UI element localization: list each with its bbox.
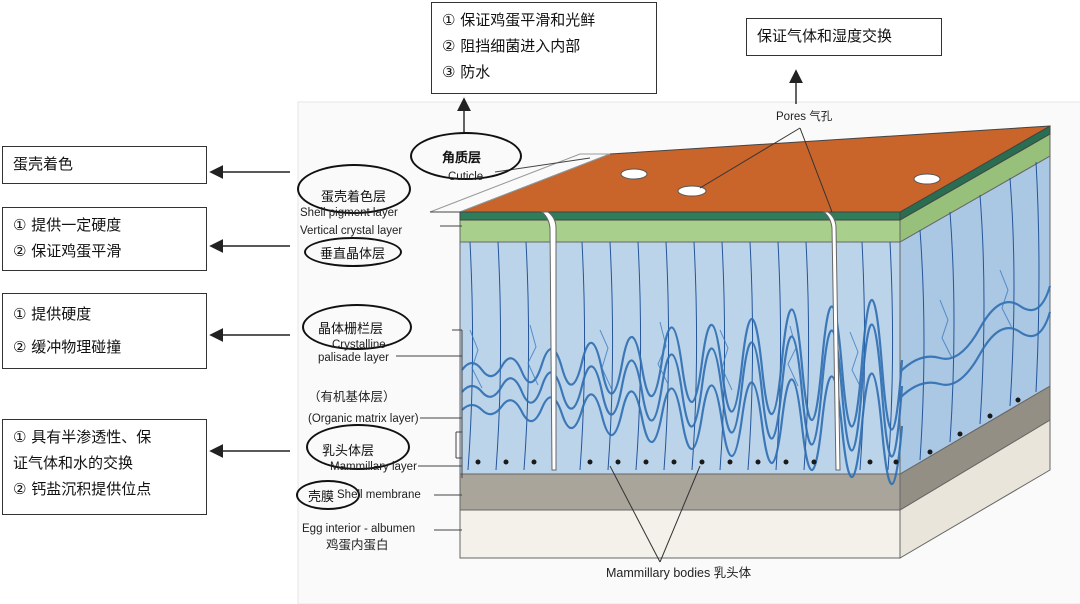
palisade-circle xyxy=(302,304,412,350)
vertical-crystal-function-1: ① 提供一定硬度 xyxy=(13,216,122,234)
cuticle-function-box: ① 保证鸡蛋平滑和光鲜 ② 阻挡细菌进入内部 ③ 防水 xyxy=(431,2,657,94)
palisade-function-1: ① 提供硬度 xyxy=(13,305,92,323)
pigment-function-box: 蛋壳着色 xyxy=(2,146,207,184)
pores-label: Pores 气孔 xyxy=(776,111,833,123)
vertical-crystal-circle xyxy=(304,237,402,267)
shell-membrane-layer xyxy=(459,473,901,511)
pores-function-box: 保证气体和湿度交换 xyxy=(746,18,942,56)
cuticle-function-1: ① 保证鸡蛋平滑和光鲜 xyxy=(442,11,596,29)
pigment-circled-label: 蛋壳着色层 xyxy=(321,190,387,205)
mammillary-bodies xyxy=(475,397,1021,465)
organic-matrix-english-label: (Organic matrix layer) xyxy=(308,413,419,425)
vertical-crystal-function-2: ② 保证鸡蛋平滑 xyxy=(13,242,122,260)
mammillary-function-2: 证气体和水的交换 xyxy=(13,454,134,472)
pore-hole xyxy=(620,168,648,180)
palisade-english-label-1: Crystalline xyxy=(332,339,386,351)
mammillary-bodies-label: Mammillary bodies 乳头体 xyxy=(606,566,752,580)
pore-channel xyxy=(822,211,841,471)
mammillary-english-label: Mammillary layer xyxy=(330,461,417,473)
palisade-columns xyxy=(467,161,1040,471)
pore-hole xyxy=(913,173,941,185)
pores-function: 保证气体和湿度交换 xyxy=(757,27,893,45)
vertical-english-label: Vertical crystal layer xyxy=(300,225,403,237)
cuticle-function-3: ③ 防水 xyxy=(442,63,491,81)
organic-matrix-chinese-label: （有机基体层） xyxy=(308,390,396,404)
palisade-function-box: ① 提供硬度 ② 缓冲物理碰撞 xyxy=(2,293,207,369)
interior-chinese-label: 鸡蛋内蛋白 xyxy=(326,538,389,552)
pore-hole xyxy=(677,185,707,197)
interior-layer xyxy=(459,509,901,559)
shell-membrane-circle xyxy=(296,480,360,510)
mammillary-function-box: ① 具有半渗透性、保 证气体和水的交换 ② 钙盐沉积提供位点 xyxy=(2,419,207,515)
vertical-crystal-function-box: ① 提供一定硬度 ② 保证鸡蛋平滑 xyxy=(2,207,207,271)
cuticle-circled-label: 角质层 xyxy=(442,151,482,166)
pore-channel xyxy=(540,211,557,471)
mammillary-function-1: ① 具有半渗透性、保 xyxy=(13,428,152,446)
cuticle-english-label: Cuticle xyxy=(448,171,484,183)
interior-english-label: Egg interior - albumen xyxy=(302,523,416,535)
palisade-function-2: ② 缓冲物理碰撞 xyxy=(13,338,122,356)
mammillary-circle xyxy=(306,424,410,470)
mammillary-circled-label: 乳头体层 xyxy=(322,444,375,459)
organic-matrix-fibres xyxy=(469,269,1013,391)
shell-membrane-circled-label: 壳膜 xyxy=(308,490,335,505)
shell-membrane-english-label: Shell membrane xyxy=(337,489,421,501)
mammillary-function-3: ② 钙盐沉积提供位点 xyxy=(13,480,152,498)
vertical-crystal-circled-label: 垂直晶体层 xyxy=(320,247,386,262)
pigment-circle xyxy=(297,164,411,214)
cuticle-function-2: ② 阻挡细菌进入内部 xyxy=(442,37,581,55)
palisade-english-label-2: palisade layer xyxy=(318,352,389,364)
palisade-circled-label: 晶体栅栏层 xyxy=(318,322,384,337)
pigment-english-label: Shell pigment layer xyxy=(300,207,398,219)
pigment-function: 蛋壳着色 xyxy=(13,155,74,173)
cuticle-circle xyxy=(410,132,522,180)
